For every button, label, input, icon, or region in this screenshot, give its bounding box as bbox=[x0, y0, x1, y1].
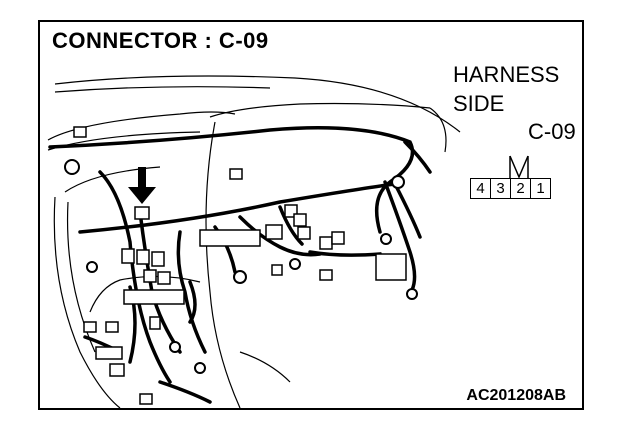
pin-cell: 3 bbox=[491, 179, 511, 198]
connector-code: C-09 bbox=[528, 119, 576, 144]
pin-cell: 2 bbox=[511, 179, 531, 198]
pin-cell: 1 bbox=[536, 180, 545, 197]
harness-label-line1: HARNESS bbox=[453, 62, 560, 87]
terminals bbox=[64, 159, 418, 374]
connector-title: CONNECTOR : C-09 bbox=[52, 28, 269, 53]
harness-side-label: HARNESS SIDE bbox=[453, 60, 559, 118]
figure-reference-code: AC201208AB bbox=[466, 387, 566, 404]
diagram-frame: CONNECTOR : C-09 HARNESS SIDE C-09 4 3 2… bbox=[38, 20, 584, 410]
harness-illustration bbox=[47, 75, 461, 408]
pin-cell: 4 bbox=[471, 179, 491, 198]
connector-blocks bbox=[73, 126, 407, 405]
pointer-arrow bbox=[128, 167, 156, 204]
harness-label-line2: SIDE bbox=[453, 91, 505, 116]
connector-pin-layout: 4 3 2 1 bbox=[470, 178, 551, 199]
connector-latch-icon bbox=[509, 155, 529, 179]
